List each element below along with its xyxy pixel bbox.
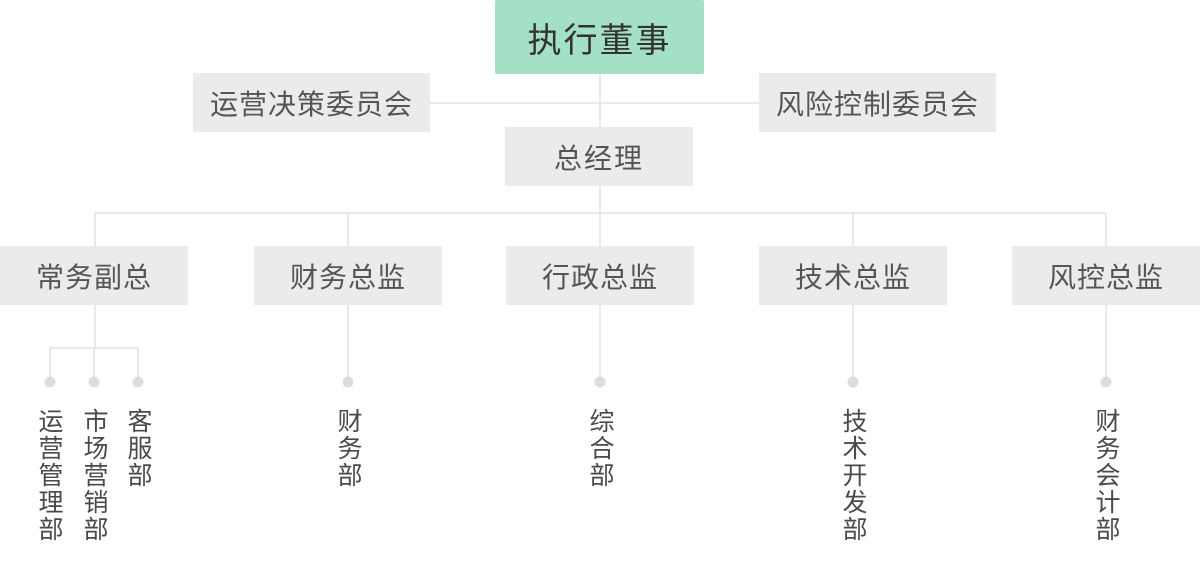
department-general-affairs: 综合部 bbox=[586, 408, 615, 489]
operations-committee-label: 运营决策委员会 bbox=[209, 87, 413, 121]
connector-dot bbox=[594, 376, 606, 388]
department-finance-accounting: 财务会计部 bbox=[1092, 408, 1121, 543]
director-label: 行政总监 bbox=[541, 260, 658, 294]
connector-dot bbox=[88, 376, 100, 388]
connector-dot bbox=[132, 376, 144, 388]
director-box-admin: 行政总监 bbox=[506, 246, 694, 305]
connector-dot bbox=[1100, 376, 1112, 388]
director-label: 财务总监 bbox=[289, 260, 406, 294]
director-label: 常务副总 bbox=[35, 260, 152, 294]
director-box-cto: 技术总监 bbox=[759, 246, 947, 305]
department-operations-management: 运营管理部 bbox=[35, 408, 64, 543]
risk-committee-label: 风险控制委员会 bbox=[775, 87, 979, 121]
executive-director-box: 执行董事 bbox=[495, 0, 704, 74]
department-finance: 财务部 bbox=[334, 408, 363, 489]
director-box-cfo: 财务总监 bbox=[254, 246, 442, 305]
operations-committee-box: 运营决策委员会 bbox=[193, 73, 430, 132]
department-tech-development: 技术开发部 bbox=[839, 408, 868, 543]
general-manager-label: 总经理 bbox=[553, 141, 644, 175]
department-customer-service: 客服部 bbox=[124, 408, 153, 489]
department-marketing: 市场营销部 bbox=[80, 408, 109, 543]
connector-dot bbox=[847, 376, 859, 388]
director-label: 技术总监 bbox=[794, 260, 911, 294]
director-label: 风控总监 bbox=[1047, 260, 1164, 294]
director-box-deputy-gm: 常务副总 bbox=[0, 246, 188, 305]
general-manager-box: 总经理 bbox=[505, 127, 693, 186]
risk-committee-box: 风险控制委员会 bbox=[759, 73, 996, 132]
director-box-risk: 风控总监 bbox=[1012, 246, 1200, 305]
executive-director-label: 执行董事 bbox=[527, 20, 672, 61]
connector-dot bbox=[342, 376, 354, 388]
connector-dot bbox=[44, 376, 56, 388]
